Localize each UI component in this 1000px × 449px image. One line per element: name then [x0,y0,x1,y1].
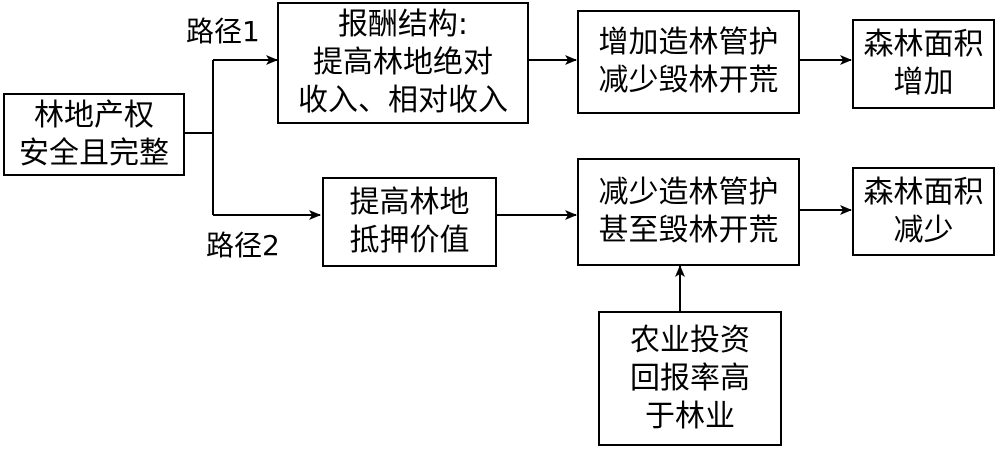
reward-structure-line-3: 收入、相对收入 [298,83,508,118]
forest-area-increase-line-1: 森林面积 [863,27,984,62]
root-node-box: 林地产权 安全且完整 [3,93,185,176]
agri-return-line-1: 农业投资 [630,322,750,358]
agri-return-line-3: 于林业 [645,398,735,434]
forest-area-decrease-line-1: 森林面积 [863,174,984,210]
reward-structure-line-2: 提高林地绝对 [313,45,493,80]
increase-management-line-2: 减少毁林开荒 [598,63,779,98]
forest-area-increase-line-2: 增加 [893,65,954,100]
decrease-management-line-2: 甚至毁林开荒 [598,213,779,248]
collateral-value-line-1: 提高林地 [349,185,470,220]
forest-area-decrease-box: 森林面积 减少 [852,167,995,256]
reward-structure-line-1: 报酬结构: [337,7,469,42]
collateral-value-line-2: 抵押价值 [349,223,470,258]
decrease-management-line-1: 减少造林管护 [598,175,779,210]
collateral-value-box: 提高林地 抵押价值 [322,177,497,267]
root-node-line-1: 林地产权 [34,97,154,133]
root-node-line-2: 安全且完整 [19,135,169,171]
reward-structure-box: 报酬结构: 提高林地绝对 收入、相对收入 [277,2,529,124]
path1-label: 路径1 [186,15,260,48]
decrease-management-box: 减少造林管护 甚至毁林开荒 [577,158,800,266]
forest-area-increase-box: 森林面积 增加 [852,19,995,109]
increase-management-line-1: 增加造林管护 [598,25,779,60]
path2-label: 路径2 [206,229,280,262]
agri-return-line-2: 回报率高 [630,360,750,396]
agri-return-box: 农业投资 回报率高 于林业 [598,311,782,446]
increase-management-box: 增加造林管护 减少毁林开荒 [577,10,800,114]
forest-area-decrease-line-2: 减少 [893,212,954,248]
